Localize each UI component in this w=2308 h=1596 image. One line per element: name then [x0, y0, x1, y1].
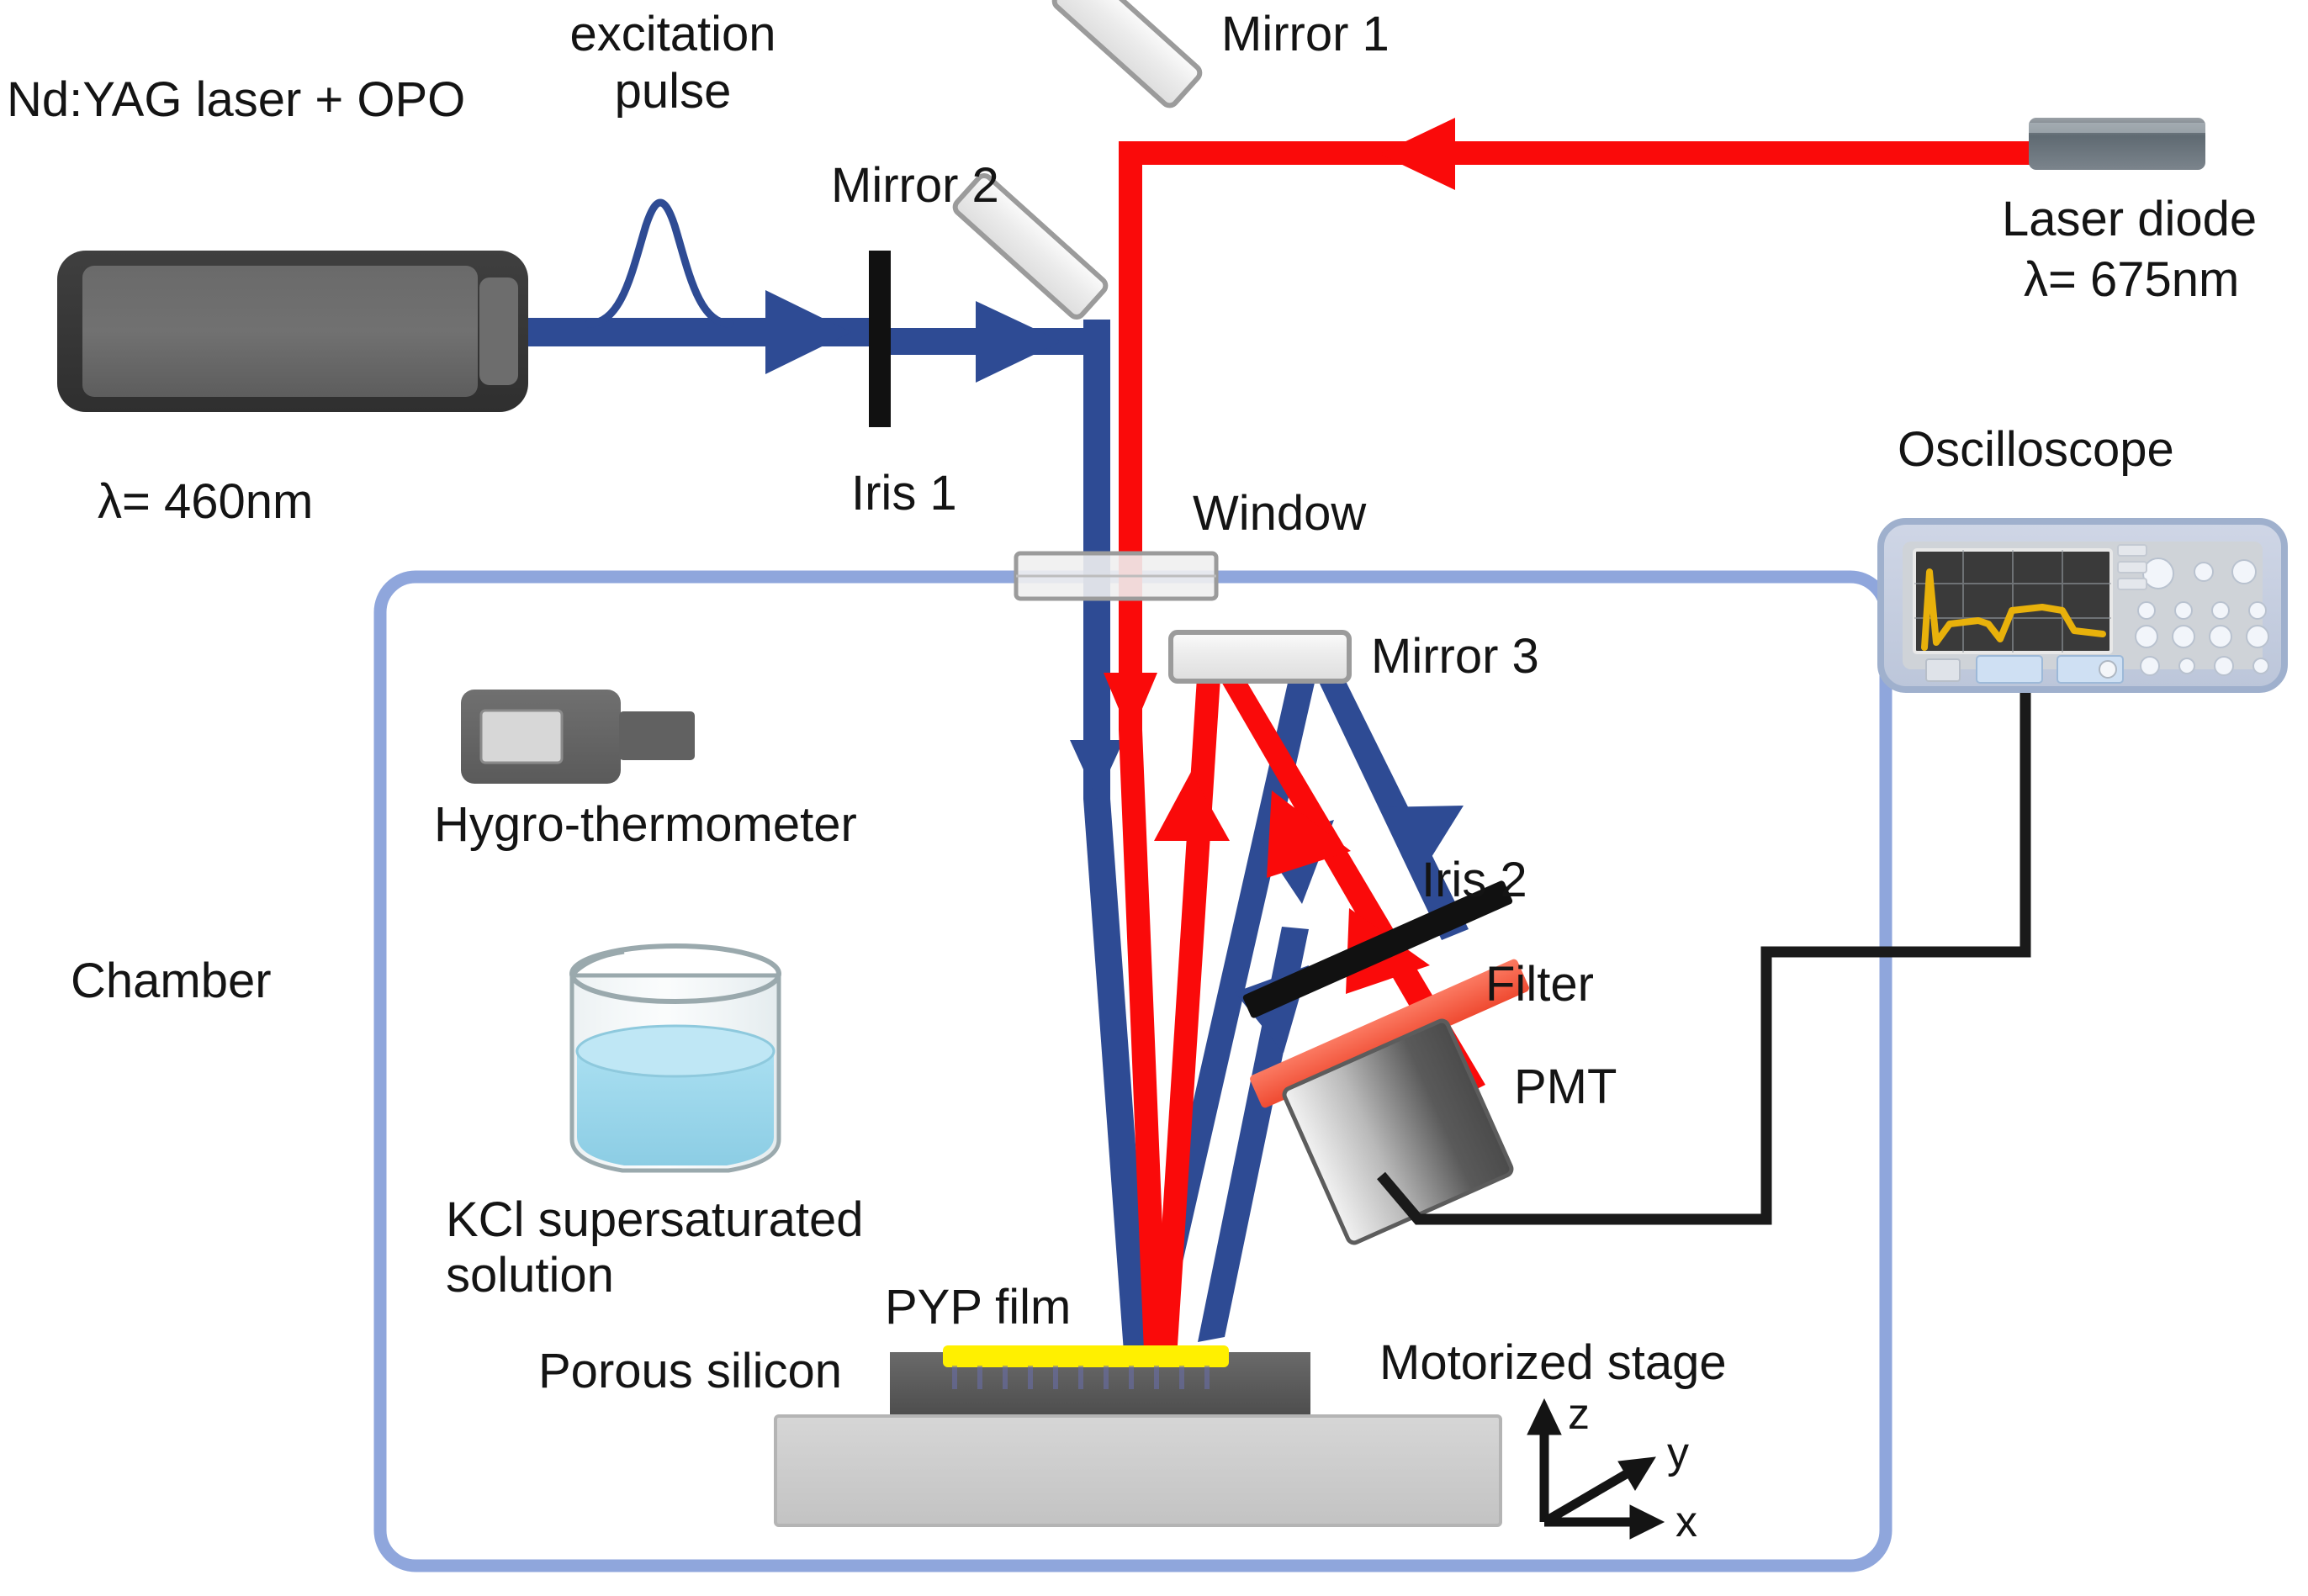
- label-kcl-line2: solution: [446, 1248, 614, 1303]
- label-pyp-film: PYP film: [885, 1280, 1072, 1334]
- label-hygro-thermometer: Hygro-thermometer: [434, 797, 857, 852]
- oscilloscope-body: [1877, 518, 2288, 693]
- mirror-2[interactable]: [952, 172, 1109, 320]
- label-iris-2: Iris 2: [1421, 853, 1527, 907]
- excitation-pulse-waveform: [585, 198, 734, 328]
- label-kcl-line1: KCl supersaturated: [446, 1192, 864, 1247]
- label-pmt: PMT: [1514, 1060, 1617, 1114]
- optical-window: [1014, 551, 1219, 601]
- iris-1[interactable]: [869, 251, 891, 427]
- label-motorized-stage: Motorized stage: [1379, 1335, 1727, 1390]
- label-mirror-3: Mirror 3: [1371, 629, 1539, 684]
- label-window: Window: [1193, 486, 1367, 541]
- laser-diode-body: [2029, 118, 2205, 170]
- label-axis-y: y: [1667, 1429, 1689, 1477]
- iris-2[interactable]: [1242, 880, 1514, 1019]
- label-porous-silicon: Porous silicon: [538, 1344, 843, 1398]
- label-excitation-pulse-line2: pulse: [614, 64, 732, 119]
- label-mirror-1: Mirror 1: [1221, 7, 1390, 61]
- hygro-thermometer-icon: [461, 690, 695, 784]
- label-laser-source-wavelength: λ= 460nm: [98, 474, 314, 529]
- label-laser-diode: Laser diode: [2002, 192, 2258, 246]
- label-chamber: Chamber: [71, 954, 272, 1008]
- kcl-beaker-icon: [569, 943, 781, 1173]
- nd-yag-laser-body: [57, 251, 528, 412]
- sample-assembly: [774, 1345, 1502, 1527]
- axis-triad: [1527, 1398, 1665, 1540]
- label-axis-x: x: [1675, 1498, 1697, 1546]
- signal-cable: [1377, 690, 2031, 1225]
- label-laser-diode-wavelength: λ= 675nm: [2024, 252, 2240, 307]
- pmt-detector: [1282, 1018, 1514, 1245]
- label-axis-z: z: [1568, 1390, 1590, 1439]
- mirror-3[interactable]: [1168, 630, 1352, 684]
- label-filter: Filter: [1485, 957, 1594, 1012]
- label-excitation-pulse-line1: excitation: [569, 7, 776, 61]
- mirror-1[interactable]: [1051, 0, 1203, 108]
- label-oscilloscope: Oscilloscope: [1898, 422, 2174, 477]
- label-nd-yag-laser: Nd:YAG laser + OPO: [7, 72, 466, 127]
- optical-filter: [1250, 959, 1529, 1108]
- label-mirror-2: Mirror 2: [831, 158, 999, 213]
- label-iris-1: Iris 1: [851, 466, 957, 521]
